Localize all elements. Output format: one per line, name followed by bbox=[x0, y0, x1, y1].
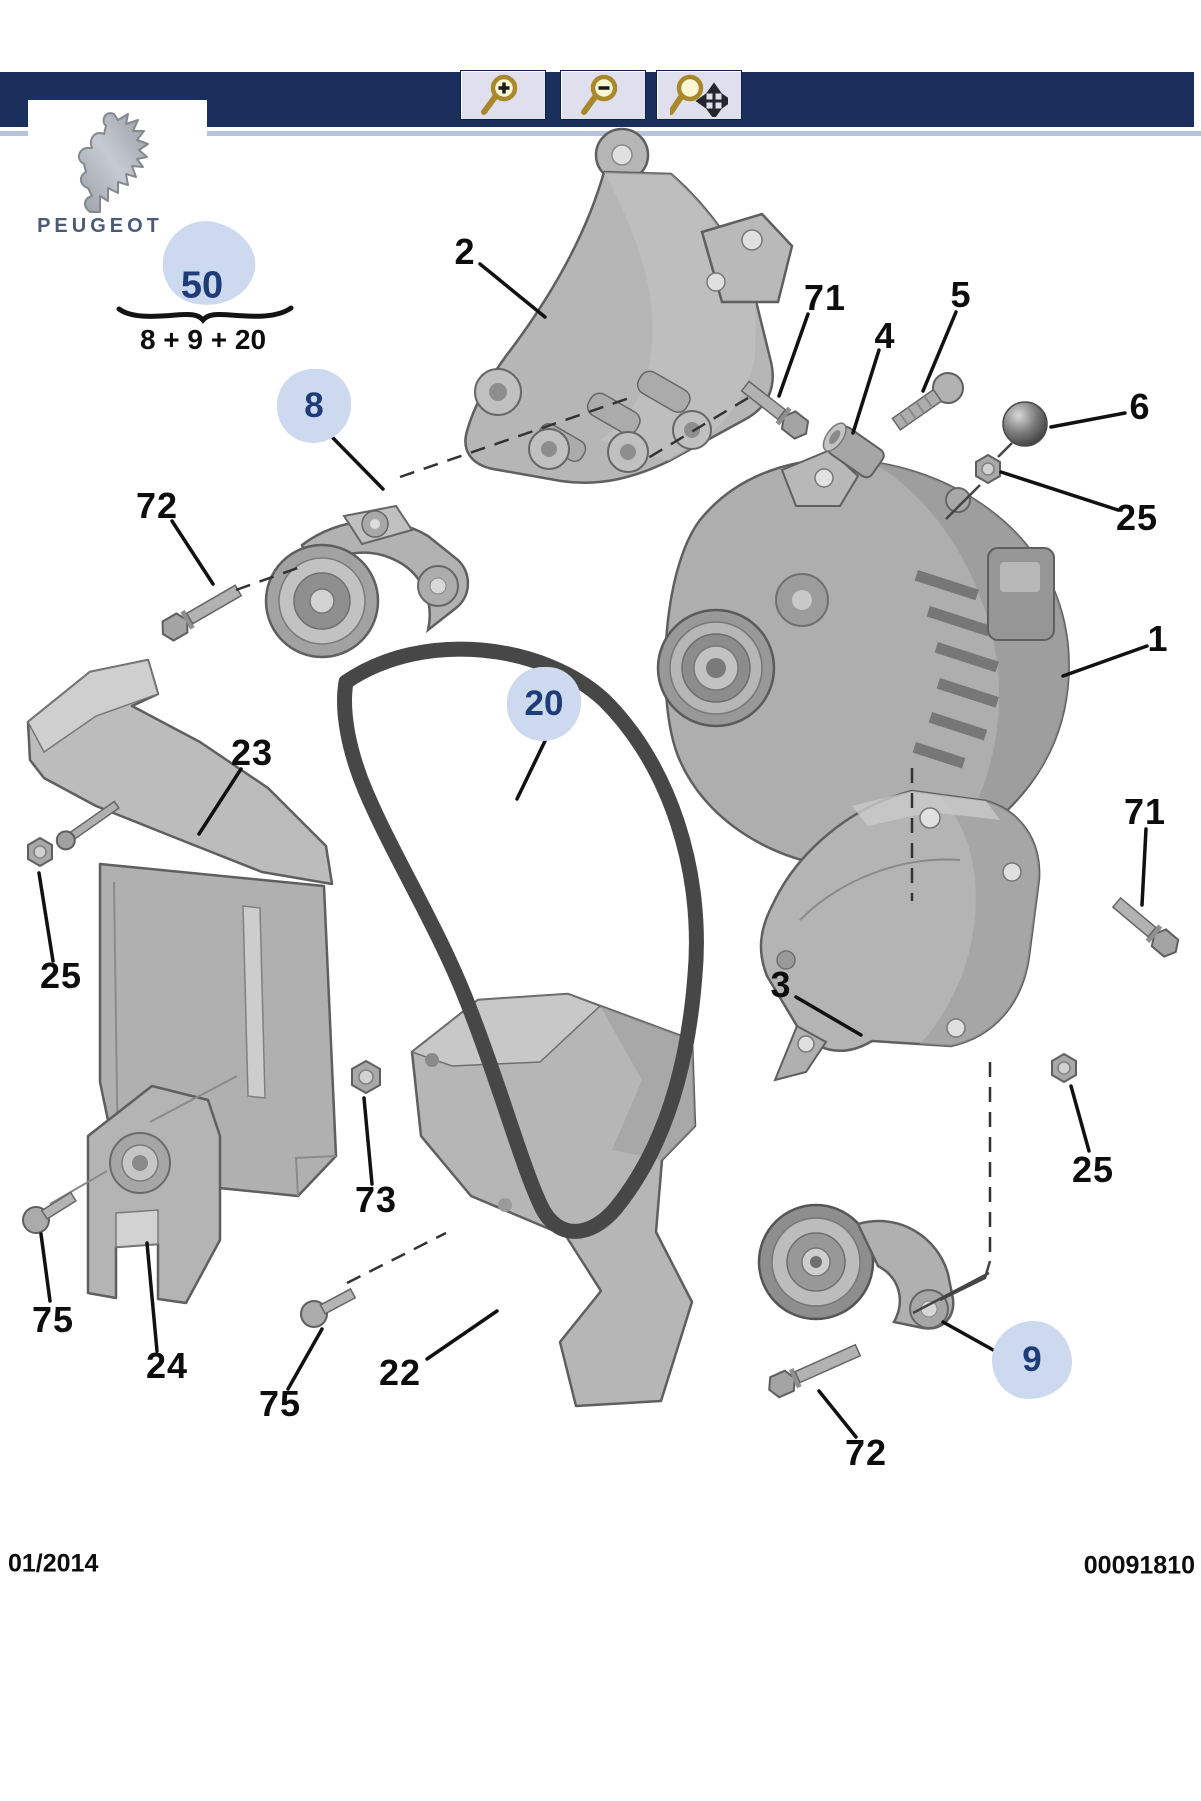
document-number: 00091810 bbox=[1083, 1551, 1195, 1580]
nut-25-top bbox=[975, 453, 1001, 485]
header-divider bbox=[0, 131, 1201, 136]
magnifier-plus-icon bbox=[480, 73, 526, 117]
part-1-alternator bbox=[656, 448, 1070, 900]
callout-24: 24 bbox=[145, 1345, 189, 1386]
callout-73: 73 bbox=[354, 1179, 398, 1220]
callout-2: 2 bbox=[454, 231, 476, 272]
part-8-tensioner bbox=[264, 504, 470, 659]
bolt-71-right bbox=[1111, 896, 1180, 958]
group-formula: 8 + 9 + 20 bbox=[139, 324, 267, 355]
callout-4: 4 bbox=[874, 315, 896, 356]
bolt-72-left bbox=[161, 584, 243, 642]
leader-lines bbox=[37, 262, 1149, 1439]
callout-22: 22 bbox=[378, 1352, 422, 1393]
callout-3: 3 bbox=[770, 964, 792, 1005]
callout-71-right: 71 bbox=[1123, 791, 1167, 832]
part-20-belt bbox=[337, 641, 704, 1239]
cap-6 bbox=[1002, 401, 1048, 447]
callout-25-left: 25 bbox=[39, 955, 83, 996]
zoom-pan-button[interactable] bbox=[656, 70, 742, 120]
callout-8-highlight[interactable]: 8 bbox=[277, 369, 351, 443]
bolt-72-bottom bbox=[768, 1343, 862, 1399]
callout-75-bottom: 75 bbox=[258, 1383, 302, 1424]
callout-5: 5 bbox=[950, 274, 972, 315]
nut-73 bbox=[351, 1059, 381, 1095]
callout-23: 23 bbox=[230, 732, 274, 773]
issue-date: 01/2014 bbox=[8, 1549, 99, 1578]
screw-5 bbox=[891, 372, 964, 431]
screw-75-bottom bbox=[300, 1287, 357, 1328]
nut-25-right bbox=[1051, 1052, 1077, 1084]
screw-75-left bbox=[22, 1191, 77, 1234]
callout-20-highlight[interactable]: 20 bbox=[507, 667, 581, 741]
bolt-71-top bbox=[740, 380, 810, 440]
part-9-tensioner bbox=[757, 1203, 955, 1330]
callout-9-highlight[interactable]: 9 bbox=[992, 1321, 1072, 1399]
callout-25-right: 25 bbox=[1071, 1149, 1115, 1190]
part-22-cover bbox=[410, 992, 697, 1408]
group-number[interactable]: 50 bbox=[180, 264, 224, 307]
magnifier-minus-icon bbox=[580, 73, 626, 117]
part-2-bracket bbox=[464, 127, 794, 484]
brand-name: PEUGEOT bbox=[37, 215, 163, 237]
zoom-in-button[interactable] bbox=[460, 70, 546, 120]
callout-72-left: 72 bbox=[135, 485, 179, 526]
assembly-axes bbox=[235, 394, 992, 1285]
zoom-out-button[interactable] bbox=[560, 70, 646, 120]
nut-25-left bbox=[27, 836, 53, 868]
magnifier-pan-icon bbox=[670, 73, 728, 117]
part-3-bracket bbox=[759, 789, 1041, 1082]
callout-71-top: 71 bbox=[803, 277, 847, 318]
peugeot-lion-icon bbox=[52, 104, 156, 221]
overbrace bbox=[112, 296, 298, 333]
callout-1: 1 bbox=[1147, 618, 1169, 659]
part-24-bracket bbox=[49, 1075, 238, 1305]
assembly-links bbox=[912, 442, 1013, 1315]
spacer-4 bbox=[822, 422, 885, 479]
callout-75-left: 75 bbox=[31, 1299, 75, 1340]
callout-6: 6 bbox=[1129, 386, 1151, 427]
callout-72-bottom: 72 bbox=[844, 1432, 888, 1473]
callout-25-top: 25 bbox=[1115, 497, 1159, 538]
